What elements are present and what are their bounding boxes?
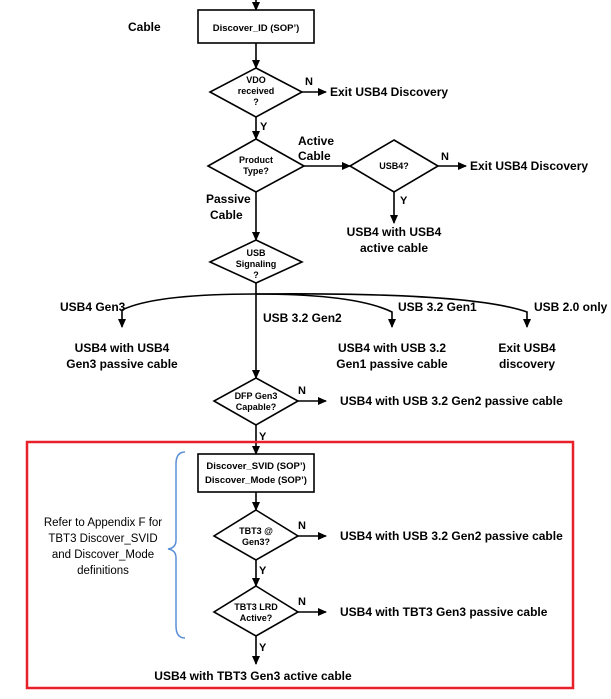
arrow-sig-usb20 xyxy=(255,293,531,328)
usb4-q-text: USB4? xyxy=(379,161,409,171)
discover-id-box xyxy=(197,9,315,44)
exit-usb4-result-2: discovery xyxy=(499,357,555,371)
connectors xyxy=(118,0,531,665)
usb4-gen2-passive-2: USB4 with USB 3.2 Gen2 passive cable xyxy=(340,529,563,543)
vdo-no-label: N xyxy=(305,76,313,88)
lrd-no-label: N xyxy=(298,596,306,608)
tbt3-section-border xyxy=(25,440,575,690)
brace xyxy=(167,451,186,639)
tbt3-text-1: TBT3 @ xyxy=(239,526,273,536)
vdo-text-1: VDO xyxy=(246,75,266,85)
usb32-gen1-label: USB 3.2 Gen1 xyxy=(398,300,477,314)
tbt3-no-label: N xyxy=(298,520,306,532)
discover-mode-text: Discover_Mode (SOP’) xyxy=(205,475,307,486)
usb4-active-result-2: active cable xyxy=(360,241,428,255)
sig-text-2: Signaling xyxy=(236,259,277,269)
tbt3-gen3-passive-result: USB4 with TBT3 Gen3 passive cable xyxy=(340,605,548,619)
gen1-passive-result-2: Gen1 passive cable xyxy=(336,357,448,371)
tbt3-text-2: Gen3? xyxy=(242,537,270,547)
refer-note-2: TBT3 Discover_SVID xyxy=(48,533,157,545)
dfp-no-label: N xyxy=(298,385,306,397)
usb32-gen2-label: USB 3.2 Gen2 xyxy=(263,311,342,325)
usb4-gen2-passive-1: USB4 with USB 3.2 Gen2 passive cable xyxy=(340,394,563,408)
diagram-text: Cable Discover_ID (SOP’) VDO received ? … xyxy=(44,20,608,683)
discover-id-text: Discover_ID (SOP’) xyxy=(213,23,300,34)
product-text-2: Type? xyxy=(243,166,269,176)
refer-note-1: Refer to Appendix F for xyxy=(44,517,162,529)
product-type-decision xyxy=(206,138,306,193)
refer-note-4: definitions xyxy=(77,565,129,577)
usb4-yes-label: Y xyxy=(400,195,408,207)
vdo-received-decision xyxy=(208,67,304,118)
dfp-text-1: DFP Gen3 xyxy=(235,391,278,401)
discover-svid-mode-box xyxy=(197,453,315,493)
vdo-text-3: ? xyxy=(253,97,259,107)
usb4-active-result-1: USB4 with USB4 xyxy=(347,225,442,239)
tbt3-yes-label: Y xyxy=(259,565,267,577)
arrow-sig-gen3 xyxy=(118,283,257,328)
lrd-text-2: Active? xyxy=(240,613,273,623)
sig-text-1: USB xyxy=(246,248,266,258)
dfp-yes-label: Y xyxy=(259,431,267,443)
vdo-text-2: received xyxy=(238,86,275,96)
exit-usb4-discovery-2: Exit USB4 Discovery xyxy=(470,159,588,173)
vdo-yes-label: Y xyxy=(260,121,268,133)
gen3-passive-result-2: Gen3 passive cable xyxy=(66,357,178,371)
exit-usb4-result-1: Exit USB4 xyxy=(498,341,556,355)
usb4-decision xyxy=(348,139,440,193)
active-cable-label-2: Cable xyxy=(298,149,331,163)
cable-label: Cable xyxy=(128,20,161,34)
usb-signaling-decision xyxy=(208,239,304,284)
exit-usb4-discovery-1: Exit USB4 Discovery xyxy=(330,85,448,99)
passive-cable-label-2: Cable xyxy=(210,208,243,222)
passive-cable-label-1: Passive xyxy=(206,192,251,206)
usb4-no-label: N xyxy=(441,151,449,163)
refer-note-3: and Discover_Mode xyxy=(52,549,154,561)
tbt3-gen3-decision xyxy=(212,509,300,561)
dfp-gen3-decision xyxy=(212,377,300,426)
tbt3-lrd-decision xyxy=(212,585,300,637)
sig-text-3: ? xyxy=(253,270,259,280)
gen3-passive-result-1: USB4 with USB4 xyxy=(75,341,170,355)
lrd-yes-label: Y xyxy=(259,642,267,654)
lrd-text-1: TBT3 LRD xyxy=(234,602,278,612)
tbt3-gen3-active-result: USB4 with TBT3 Gen3 active cable xyxy=(154,669,352,683)
product-text-1: Product xyxy=(239,155,273,165)
usb20-only-label: USB 2.0 only xyxy=(534,300,608,314)
usb4-gen3-label: USB4 Gen3 xyxy=(60,300,126,314)
dfp-text-2: Capable? xyxy=(236,402,277,412)
discover-svid-text: Discover_SVID (SOP’) xyxy=(206,461,305,472)
gen1-passive-result-1: USB4 with USB 3.2 xyxy=(338,341,446,355)
active-cable-label-1: Active xyxy=(298,134,334,148)
